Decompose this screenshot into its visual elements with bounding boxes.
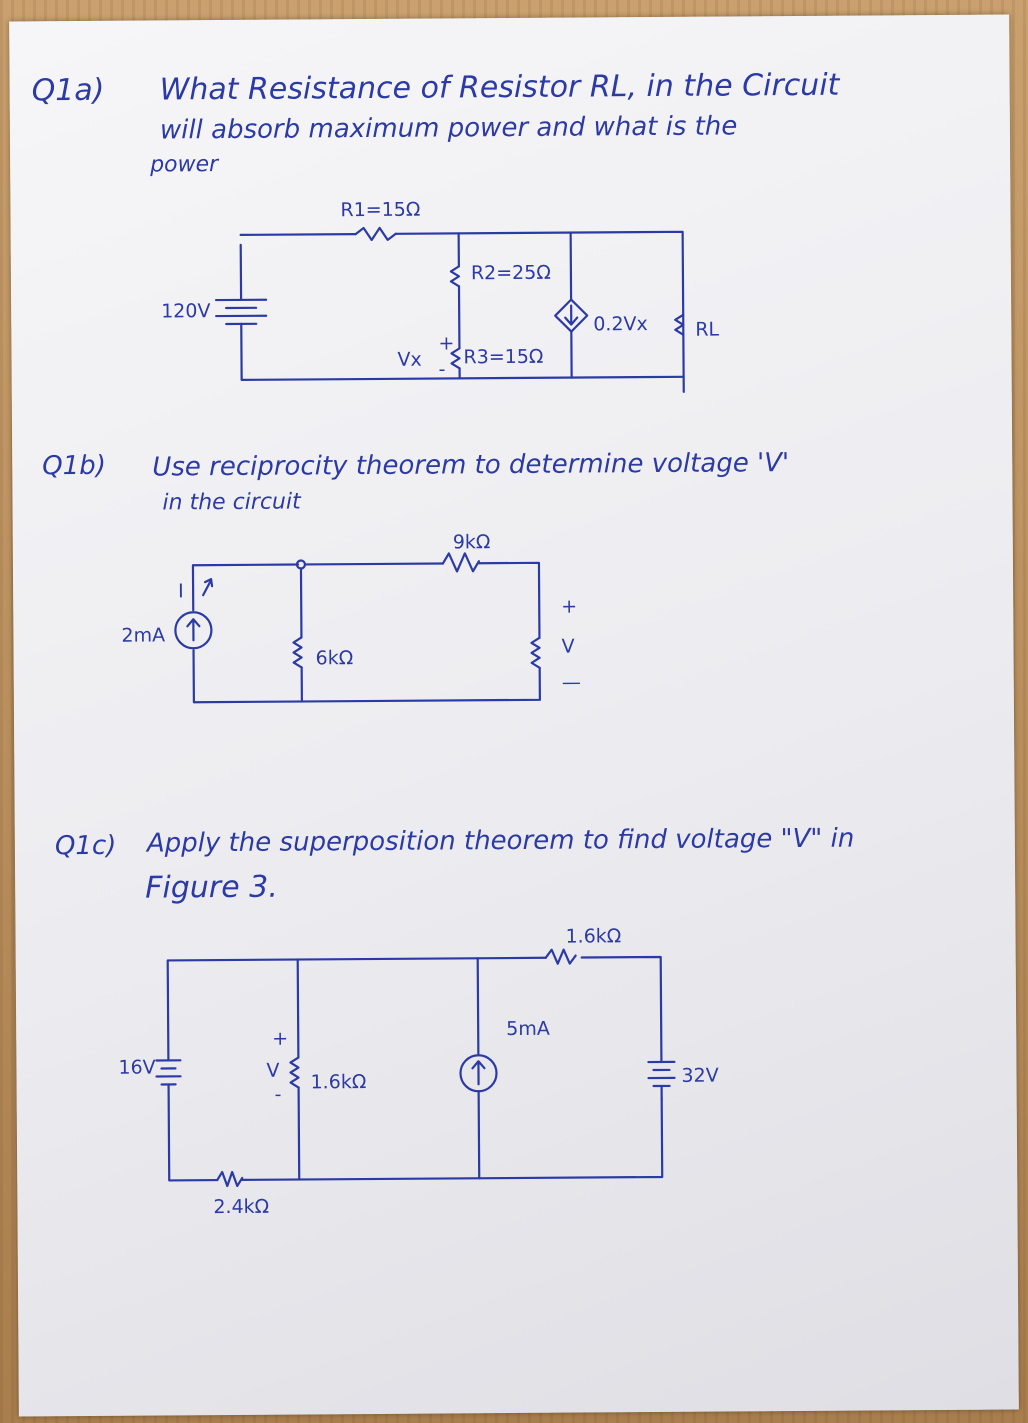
q1c-resistor-top	[544, 948, 577, 965]
q1c-r-top-label: 1.6kΩ	[565, 925, 622, 948]
q1c-16v-label: 16V	[118, 1056, 156, 1079]
q1c-v-plus: +	[272, 1027, 289, 1050]
q1a-resistor-r2	[449, 265, 461, 288]
q1c-r-bot-label: 2.4kΩ	[213, 1195, 270, 1219]
q1b-resistor-v	[530, 636, 541, 669]
q1c-resistor-bottom	[216, 1170, 244, 1188]
q1a-circuit-diagram	[214, 226, 685, 393]
paper-sheet: Q1a) What Resistance of Resistor RL, in …	[9, 14, 1019, 1417]
q1b-current-source	[174, 611, 213, 650]
q1c-32v-label: 32V	[681, 1064, 719, 1087]
q1c-v-label: V	[266, 1059, 280, 1082]
q1b-circuit-diagram	[174, 552, 541, 704]
q1a-resistor-r1	[354, 226, 397, 242]
q1b-resistor-9k	[441, 552, 481, 573]
q1c-resistor-mid	[289, 1056, 300, 1089]
q1c-5ma-label: 5mA	[506, 1017, 550, 1041]
q1c-circuit-diagram	[155, 948, 676, 1188]
q1c-r-mid-label: 1.6kΩ	[310, 1071, 367, 1094]
q1a-resistor-rl	[674, 313, 685, 336]
q1b-resistor-6k	[292, 636, 303, 669]
q1c-v-minus: -	[274, 1083, 282, 1106]
q1a-resistor-r3	[450, 347, 461, 370]
